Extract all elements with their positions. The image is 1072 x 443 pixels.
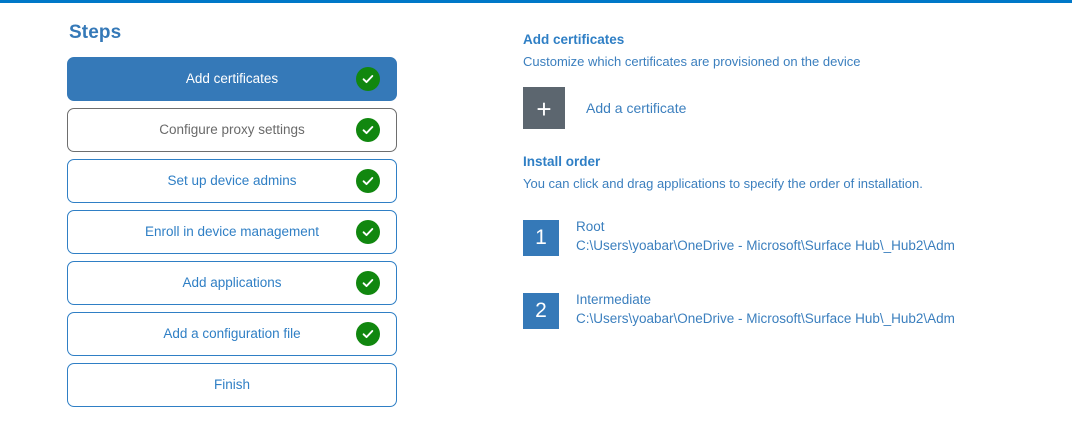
step-button-1[interactable]: Configure proxy settings (67, 108, 397, 152)
install-order-heading: Install order (523, 154, 601, 169)
check-circle-icon (356, 322, 380, 346)
check-circle-icon (356, 118, 380, 142)
step-label: Enroll in device management (144, 224, 320, 240)
step-label: Configure proxy settings (159, 122, 305, 138)
order-item-name: Root (576, 219, 605, 234)
step-label: Add certificates (185, 71, 279, 87)
plus-icon[interactable]: + (523, 87, 565, 129)
step-button-5[interactable]: Add a configuration file (67, 312, 397, 356)
plus-glyph: + (536, 94, 552, 124)
install-order-block: Install order You can click and drag app… (523, 153, 1072, 329)
step-button-3[interactable]: Enroll in device management (67, 210, 397, 254)
check-circle-icon (356, 220, 380, 244)
step-label: Set up device admins (167, 173, 297, 189)
top-accent-rule (0, 0, 1072, 3)
add-certificate-label[interactable]: Add a certificate (586, 100, 687, 116)
order-number-badge: 2 (523, 293, 559, 329)
detail-subheading: Customize which certificates are provisi… (523, 54, 861, 69)
detail-heading: Add certificates (523, 32, 625, 47)
add-certificate-row[interactable]: + Add a certificate (523, 87, 1072, 129)
step-button-6[interactable]: Finish (67, 363, 397, 407)
step-label: Add applications (182, 275, 282, 291)
step-button-4[interactable]: Add applications (67, 261, 397, 305)
step-label: Finish (213, 377, 250, 393)
step-button-2[interactable]: Set up device admins (67, 159, 397, 203)
order-item-name: Intermediate (576, 292, 652, 307)
install-order-subheading: You can click and drag applications to s… (523, 176, 923, 191)
order-item-path: C:\Users\yoabar\OneDrive - Microsoft\Sur… (576, 311, 955, 326)
order-item-path: C:\Users\yoabar\OneDrive - Microsoft\Sur… (576, 238, 955, 253)
detail-panel: Add certificates Customize which certifi… (523, 31, 1072, 366)
step-label: Add a configuration file (163, 326, 301, 342)
check-circle-icon (356, 169, 380, 193)
steps-title: Steps (69, 22, 122, 43)
check-circle-icon (356, 67, 380, 91)
step-button-0[interactable]: Add certificates (67, 57, 397, 101)
order-number-badge: 1 (523, 220, 559, 256)
check-circle-icon (356, 271, 380, 295)
